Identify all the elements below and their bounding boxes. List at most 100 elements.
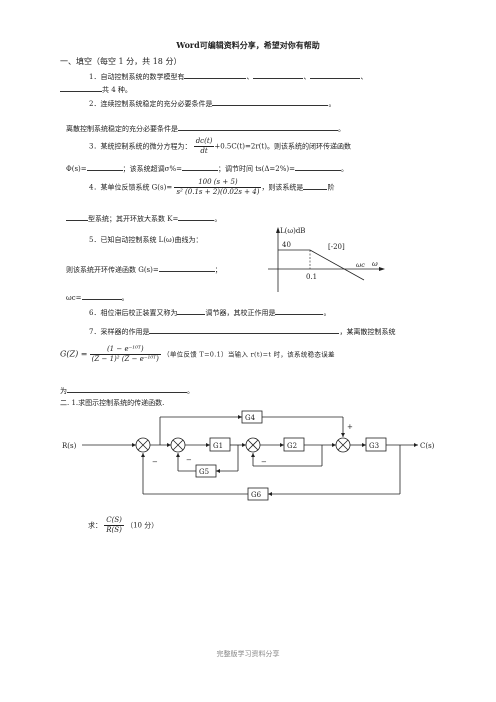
q7-mid: ，某离散控制系统: [339, 328, 396, 336]
g2-label: G2: [287, 442, 297, 450]
q7-last: 为: [60, 387, 67, 395]
g6-label: G6: [251, 491, 262, 499]
q7-end: 。: [187, 387, 194, 395]
bode-wc-label: ωc: [356, 261, 365, 269]
q4-blank-1[interactable]: [303, 181, 328, 190]
ask-fraction: C(S) R(S): [104, 516, 124, 535]
q7-blank-1[interactable]: [149, 325, 340, 334]
q1-sep-3: 、: [360, 73, 368, 81]
sign-minus-1: −: [152, 458, 158, 466]
page-header: Word可编辑资料分享，希望对你有帮助: [176, 40, 320, 50]
q3-fraction: dc(t) dt: [193, 137, 215, 156]
q3-frac-num: dc(t): [193, 137, 215, 147]
ask-score: （10 分）: [126, 521, 159, 530]
q2-blank[interactable]: [212, 97, 329, 106]
bode-x-arrow-icon: [379, 267, 385, 271]
q7-tail: （单位反馈 T=0.1）当输入 r(t)=t 时，该系统稳态误差: [163, 350, 335, 359]
q7-frac-num: (1 − e⁻¹⁰ᵀ): [89, 345, 161, 355]
question-4-line2: 型系统；其开环放大系数 K= 。: [66, 212, 221, 224]
question-5-line2: 则该系统开环传递函数 G(s)=；: [66, 263, 222, 275]
question-7-line2: G(Z) = (1 − e⁻¹⁰ᵀ) (Z − 1)² (Z − e⁻¹⁰ᵀ) …: [60, 345, 335, 364]
q3-eq-tail: +0.5C(t)=2r(t)。则该系统的闭环传递函数: [214, 142, 351, 151]
q7-text: 7．采样器的作用是: [89, 328, 150, 336]
bode-plot: L(ω)dB 40 [-20] ω 0.1 ωc: [268, 227, 385, 292]
sum-junction-2: [170, 437, 186, 453]
q5-wc: ωc=: [66, 294, 82, 302]
q1-sep-2: 、: [303, 73, 311, 81]
q4-end: 。: [214, 215, 222, 223]
q1-blank-1[interactable]: [184, 70, 247, 79]
q2b-blank[interactable]: [178, 122, 338, 131]
ask-label: 求：: [88, 521, 102, 530]
q1-sep-1: 、: [246, 73, 254, 81]
q7-blank-2[interactable]: [67, 384, 187, 393]
bode-level: 40: [282, 241, 291, 249]
q7-fraction: (1 − e⁻¹⁰ᵀ) (Z − 1)² (Z − e⁻¹⁰ᵀ): [89, 345, 161, 364]
bode-ylabel: L(ω)dB: [280, 227, 305, 235]
q3-overshoot: ；该系统超调σ%=: [122, 165, 182, 173]
g3-label: G3: [369, 442, 379, 450]
q4-frac-num: 100 (s + 5): [174, 178, 262, 188]
sum-junction-1: [135, 437, 151, 453]
q3-blank-2[interactable]: [181, 162, 218, 171]
bode-slope-label: [-20]: [328, 243, 345, 251]
q4-fraction: 100 (s + 5) s² (0.1s + 2)(0.02s + 4): [174, 178, 262, 197]
bode-corner-label: 0.1: [306, 273, 317, 281]
q2b-text: 离散控制系统稳定的充分必要条件是: [66, 125, 178, 133]
q3-phi: Φ(s)=: [66, 165, 87, 173]
q4-text: 4．某单位反馈系统 G(s)=: [89, 183, 173, 192]
question-5-line3: ωc= 。: [66, 291, 129, 303]
q7-gz: G(Z) =: [60, 349, 88, 359]
q5-blank-2[interactable]: [81, 291, 122, 300]
g5-label: G5: [199, 468, 209, 476]
q6-blank-1[interactable]: [177, 306, 206, 315]
question-7-line3: 为。: [60, 384, 194, 396]
q4-frac-den: s² (0.1s + 2)(0.02s + 4): [176, 188, 260, 196]
bode-y-arrow-icon: [276, 227, 280, 233]
question-2b: 离散控制系统稳定的充分必要条件是 。: [66, 122, 345, 134]
sign-minus-2: −: [186, 456, 192, 464]
q3-settling: ；调节时间 ts(Δ=2%)=: [217, 165, 295, 173]
q1-tail: 共 4 种。: [102, 86, 132, 94]
q2b-end: 。: [338, 125, 345, 133]
g1-label: G1: [213, 442, 223, 450]
q2-text: 2．连续控制系统稳定的充分必要条件是: [89, 100, 213, 108]
q3-blank-1[interactable]: [86, 162, 123, 171]
q5-blank-1[interactable]: [158, 263, 215, 272]
q4-blank-3[interactable]: [178, 212, 215, 221]
q7-frac-den: (Z − 1)² (Z − e⁻¹⁰ᵀ): [91, 355, 159, 363]
q5-end: 。: [121, 294, 129, 302]
q4-tail2: 阶: [327, 183, 335, 192]
q4-blank-2[interactable]: [66, 212, 88, 221]
sum-junction-3: [245, 437, 261, 453]
q1-blank-2[interactable]: [253, 70, 304, 79]
q6-blank-2[interactable]: [275, 306, 324, 315]
q4-tail: ，则该系统是: [261, 183, 304, 192]
ask-num: C(S): [104, 516, 124, 526]
block-g5: [195, 464, 217, 478]
question-2: 2．连续控制系统稳定的充分必要条件是 。: [89, 97, 335, 109]
block-g2: [283, 437, 305, 452]
q3-end: 。: [340, 165, 348, 173]
sign-minus-3: −: [261, 458, 267, 466]
question-5: 5．已知自动控制系统 L(ω)曲线为：: [89, 236, 203, 244]
question-1-line2: 共 4 种。: [60, 83, 132, 95]
output-label: C(s): [420, 442, 435, 450]
block-g4: [241, 410, 263, 424]
question-ask: 求： C(S) R(S) （10 分）: [88, 516, 158, 535]
q6-mid: 调节器，其校正作用是: [205, 309, 276, 317]
block-g1: [209, 437, 231, 452]
q3-blank-3[interactable]: [294, 162, 341, 171]
block-diagram: R(s) C(s) G1 G2 G3 G4 G5 G6 − − − +: [62, 410, 435, 501]
bode-slope-segment: [309, 249, 365, 281]
sum-junction-4: [335, 437, 351, 453]
q2-end: 。: [328, 100, 336, 108]
sign-plus-4: +: [347, 423, 353, 431]
question-1: 1．自动控制系统的数学模型有、、、: [89, 70, 367, 82]
ask-den: R(S): [106, 526, 122, 534]
q1-blank-4[interactable]: [60, 83, 102, 92]
q1-blank-3[interactable]: [310, 70, 361, 79]
page-footer: 完整版学习资料分享: [216, 650, 280, 658]
q4-line2: 型系统；其开环放大系数 K=: [88, 215, 179, 223]
g4-label: G4: [245, 414, 256, 422]
